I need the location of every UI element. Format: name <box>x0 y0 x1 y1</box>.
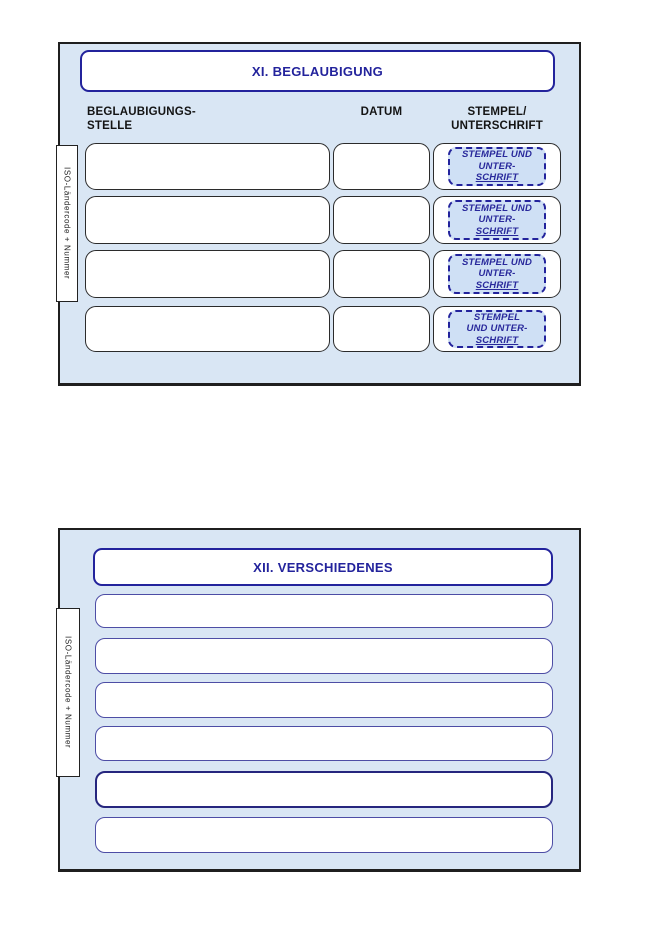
stamp-placeholder-line: SCHRIFT <box>475 225 519 237</box>
certification-authority-field <box>85 306 330 352</box>
stamp-placeholder-line: UNTER- <box>478 160 516 172</box>
misc-row-field <box>95 682 553 718</box>
date-field <box>333 143 430 190</box>
date-field <box>333 306 430 352</box>
misc-row-field <box>95 638 553 674</box>
stamp-signature-field: STEMPEL UND UNTER- SCHRIFT <box>433 196 561 244</box>
misc-row-field <box>95 726 553 761</box>
stamp-placeholder-line: STEMPEL UND <box>461 149 533 161</box>
section-xii-title: XII. VERSCHIEDENES <box>253 559 393 575</box>
section-beglaubigung: XI. BEGLAUBIGUNG BEGLAUBIGUNGS- STELLE D… <box>56 42 581 386</box>
iso-country-code-tab: ISO-Ländercode + Nummer <box>56 608 80 777</box>
column-header-stempel-unterschrift: STEMPEL/ UNTERSCHRIFT <box>433 105 561 133</box>
certification-authority-field <box>85 250 330 298</box>
stamp-placeholder-line: UNTER- <box>478 214 516 226</box>
misc-row-field <box>95 771 553 808</box>
stamp-placeholder: STEMPEL UND UNTER- SCHRIFT <box>448 200 546 240</box>
stamp-placeholder-line: STEMPEL UND <box>461 202 533 214</box>
stamp-placeholder: STEMPEL UND UNTER- SCHRIFT <box>448 310 546 348</box>
section-xii-title-box: XII. VERSCHIEDENES <box>93 548 553 586</box>
stamp-signature-field: STEMPEL UND UNTER- SCHRIFT <box>433 306 561 352</box>
column-header-line: STEMPEL/ <box>467 106 527 118</box>
stamp-placeholder-line: SCHRIFT <box>475 279 519 291</box>
certification-row: STEMPEL UND UNTER- SCHRIFT <box>60 196 579 244</box>
iso-country-code-label: ISO-Ländercode + Nummer <box>62 167 72 280</box>
section-verschiedenes: XII. VERSCHIEDENES ISO-Ländercode + Numm… <box>56 528 581 872</box>
iso-country-code-tab: ISO-Ländercode + Nummer <box>56 145 78 302</box>
column-header-line: BEGLAUBIGUNGS- <box>87 106 196 118</box>
stamp-placeholder-line: STEMPEL UND <box>461 256 533 268</box>
date-field <box>333 196 430 244</box>
column-header-line: UNTERSCHRIFT <box>451 120 543 132</box>
misc-row-field <box>95 817 553 853</box>
column-header-datum: DATUM <box>360 106 403 118</box>
certification-authority-field <box>85 143 330 190</box>
stamp-signature-field: STEMPEL UND UNTER- SCHRIFT <box>433 250 561 298</box>
stamp-placeholder-line: UND UNTER- <box>466 323 528 335</box>
certification-authority-field <box>85 196 330 244</box>
stamp-placeholder-line: UNTER- <box>478 268 516 280</box>
certification-row: STEMPEL UND UNTER- SCHRIFT <box>60 306 579 352</box>
date-field <box>333 250 430 298</box>
certification-row: STEMPEL UND UNTER- SCHRIFT <box>60 143 579 190</box>
column-header-beglaubigungsstelle: BEGLAUBIGUNGS- STELLE <box>87 105 196 133</box>
certification-row: STEMPEL UND UNTER- SCHRIFT <box>60 250 579 298</box>
stamp-placeholder-line: STEMPEL <box>473 311 521 323</box>
iso-country-code-label: ISO-Ländercode + Nummer <box>63 636 73 749</box>
stamp-placeholder-line: SCHRIFT <box>475 334 519 346</box>
column-header-line: STELLE <box>87 120 133 132</box>
stamp-placeholder: STEMPEL UND UNTER- SCHRIFT <box>448 254 546 294</box>
stamp-placeholder: STEMPEL UND UNTER- SCHRIFT <box>448 147 546 186</box>
stamp-placeholder-line: SCHRIFT <box>475 172 519 184</box>
stamp-signature-field: STEMPEL UND UNTER- SCHRIFT <box>433 143 561 190</box>
section-xi-title: XI. BEGLAUBIGUNG <box>251 63 384 79</box>
section-xi-title-box: XI. BEGLAUBIGUNG <box>80 50 555 92</box>
misc-row-field <box>95 594 553 628</box>
